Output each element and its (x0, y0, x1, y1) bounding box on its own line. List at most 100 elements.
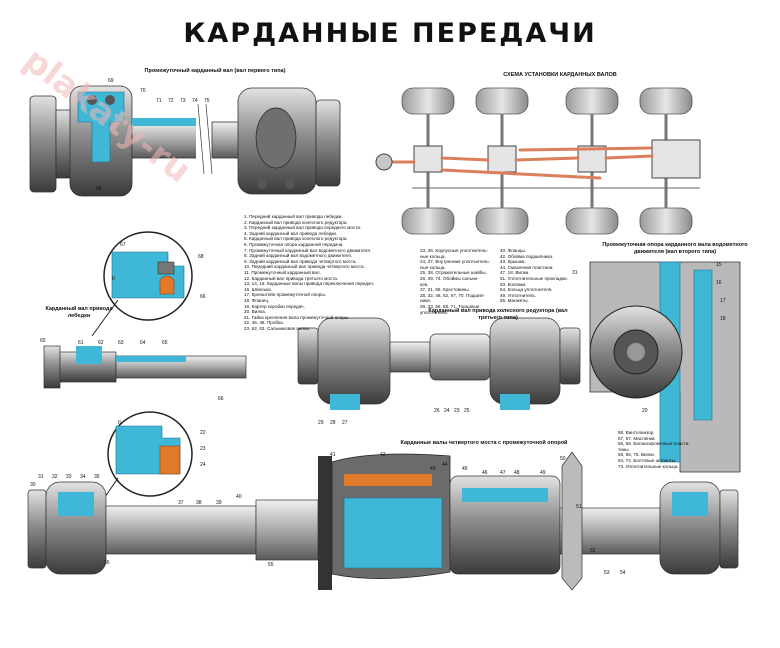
legend-entry: ные кольца. (420, 253, 446, 259)
legend-entry: уплотнители. (420, 309, 449, 315)
legend-middle: 23, 36. Корпусные уплотнитель-ные кольца… (420, 248, 490, 315)
caption-winch-shaft: Карданный вал привода лебедки (45, 306, 113, 319)
legend-entry: ные кольца. (420, 264, 446, 270)
callout-number: 70 (140, 88, 146, 94)
callout-number: 66 (218, 396, 224, 402)
intermediate-shaft-drawing (29, 85, 341, 197)
legend-entry: 9. Задний карданный вал привода четверто… (244, 258, 357, 264)
caption-installation-scheme: СХЕМА УСТАНОВКИ КАРДАННЫХ ВАЛОВ (503, 72, 617, 78)
callout-number: 31 (572, 270, 578, 276)
legend-entry: 55. Манжеты. (500, 298, 529, 304)
callout-number: 66 (200, 294, 206, 300)
callout-number: 74 (192, 98, 198, 104)
callout-number: 73 (180, 98, 186, 104)
legend-entry: 16. Шпилька. (244, 286, 272, 292)
legend-entry: 20. Вилка. (244, 309, 266, 315)
legend-entry: 17. Кронштейн промежуточной опоры. (244, 292, 326, 298)
callout-number: 23 (454, 408, 460, 414)
legend-entry: 58. Винтолинзор. (618, 430, 655, 435)
callout-number: 48 (514, 470, 520, 476)
legend-entry: 56, 58. Балансировочные пласти- (618, 441, 690, 447)
legend-entry: 4. Задний карданный вал привода лебедки. (244, 230, 338, 236)
callout-number: 23 (200, 446, 206, 452)
legend-entry: 24, 37. Внутренние уплотнитель- (420, 259, 491, 265)
callout-number: 45 (462, 466, 468, 472)
callout-number: 51 (576, 504, 582, 510)
intermediate-support-drawing (589, 261, 741, 473)
legend-entry: 19. Картер коробки передач. (244, 303, 305, 309)
callout-number: 34 (80, 474, 86, 480)
legend-entry: 12. Карданный вал привода третьего моста… (244, 275, 339, 281)
callout-number: 43 (430, 466, 436, 472)
legend-entry: 29, 33, 56, 68, 71. Торцовые (420, 303, 480, 309)
legend-entry: 18. Фланец. (244, 297, 270, 303)
winch-detail-drawing (91, 231, 193, 337)
callout-number: 33 (66, 474, 72, 480)
legend-entry: 42. Обойма подшипника. (500, 253, 554, 259)
legend-entry: 57, 57. Масленки. (618, 435, 656, 441)
callout-number: 44 (442, 462, 448, 468)
callout-number: 69 (108, 78, 114, 84)
legend-entry: 8. Задний карданный вал водометного движ… (244, 253, 352, 259)
callout-number: 29 (318, 420, 324, 426)
callout-number: 63 (118, 340, 124, 346)
callout-number: 35 (94, 474, 100, 480)
callout-number: 65 (162, 340, 168, 346)
callout-number: II (112, 276, 115, 282)
legend-right: 40. Фланцы.42. Обойма подшипника.43. Кры… (500, 248, 568, 304)
legend-entry: 23. 62, 63. Сальниковая вилка. (244, 325, 311, 331)
callout-number: 42 (380, 452, 386, 458)
legend-entry: 13, 14, 15. Карданные валы привода перек… (244, 281, 375, 287)
callout-number: 27 (342, 420, 348, 426)
callout-number: 28 (330, 420, 336, 426)
caption-intermediate-support: Промежуточная опора карданного вала водо… (602, 242, 748, 255)
callout-number: 55 (268, 562, 274, 568)
legend-entry: 54. Кольца уплотнителя. (500, 287, 553, 293)
legend-entry: 64, 72. Болтовые шплинты. (618, 457, 677, 463)
legend-entry: 51. Уплотнительные прокладки. (500, 275, 568, 281)
callout-number: 46 (482, 470, 488, 476)
legend-entry: 59, 66, 75. Вилки. (618, 452, 656, 458)
legend-entry: 11. Промежуточный карданный вал. (244, 269, 321, 275)
legend-entry: 25, 38. Отражательные шайбы. (420, 270, 487, 276)
callout-number: 61 (78, 340, 84, 346)
callout-number: 39 (216, 500, 222, 506)
callout-number: 62 (98, 340, 104, 346)
callout-number: 68 (198, 254, 204, 260)
caption-intermediate-shaft: Промежуточный карданный вал (вал первого… (144, 68, 286, 74)
legend-entry: 21. Гайка крепления вала промежуточной о… (244, 314, 350, 320)
legend-entry: 26, 39, 74. Обоймы сальни- (420, 275, 479, 281)
legend-entry: 43. Крышки. (500, 259, 526, 265)
legend-entry: 10. Передний карданный вал привода четве… (244, 264, 365, 270)
legend-entry: 1. Передний карданный вал привода лебедк… (244, 214, 343, 219)
legend-entry: ков. (420, 281, 429, 287)
callout-number: 67 (120, 242, 126, 248)
callout-number: 20 (642, 408, 648, 414)
callout-number: 37 (178, 500, 184, 506)
callout-number: 18 (720, 316, 726, 322)
legend-entry: ники. (420, 298, 431, 304)
legend-bottom-right: 58. Винтолинзор.57, 57. Масленки.56, 58.… (618, 430, 690, 469)
legend-entry: 53. Колпаки. (500, 281, 527, 287)
legend-main: 1. Передний карданный вал привода лебедк… (244, 214, 374, 331)
lower-detail-drawing (95, 411, 193, 511)
callout-number: 52 (590, 548, 596, 554)
winch-shaft-drawing (43, 345, 247, 389)
legend-entry: 27, 31, 65. Крестовины. (420, 287, 470, 293)
callout-number: 26 (434, 408, 440, 414)
callout-number: 68 (96, 186, 102, 192)
legend-entry: тины. (618, 446, 630, 452)
wheel-reducer-shaft-drawing (297, 317, 581, 410)
callout-number: 47 (500, 470, 506, 476)
callout-number: II (118, 420, 121, 426)
callout-number: 24 (444, 408, 450, 414)
legend-entry: 49. Уплотнитель. (500, 292, 537, 298)
legend-entry: 47. 18. Вилки. (500, 270, 530, 276)
callout-number: 60 (40, 338, 46, 344)
page-title: КАРДАННЫЕ ПЕРЕДАЧИ (183, 18, 597, 49)
caption-wheel-reducer-shaft: Карданный вал привода колесного редуктор… (428, 308, 568, 321)
callout-number: 22 (200, 430, 206, 436)
legend-entry: 3. Передний карданный вал привода передн… (244, 225, 362, 231)
legend-entry: 6. Промежуточная опора карданной передач… (244, 241, 344, 247)
callout-number: 71 (156, 98, 162, 104)
